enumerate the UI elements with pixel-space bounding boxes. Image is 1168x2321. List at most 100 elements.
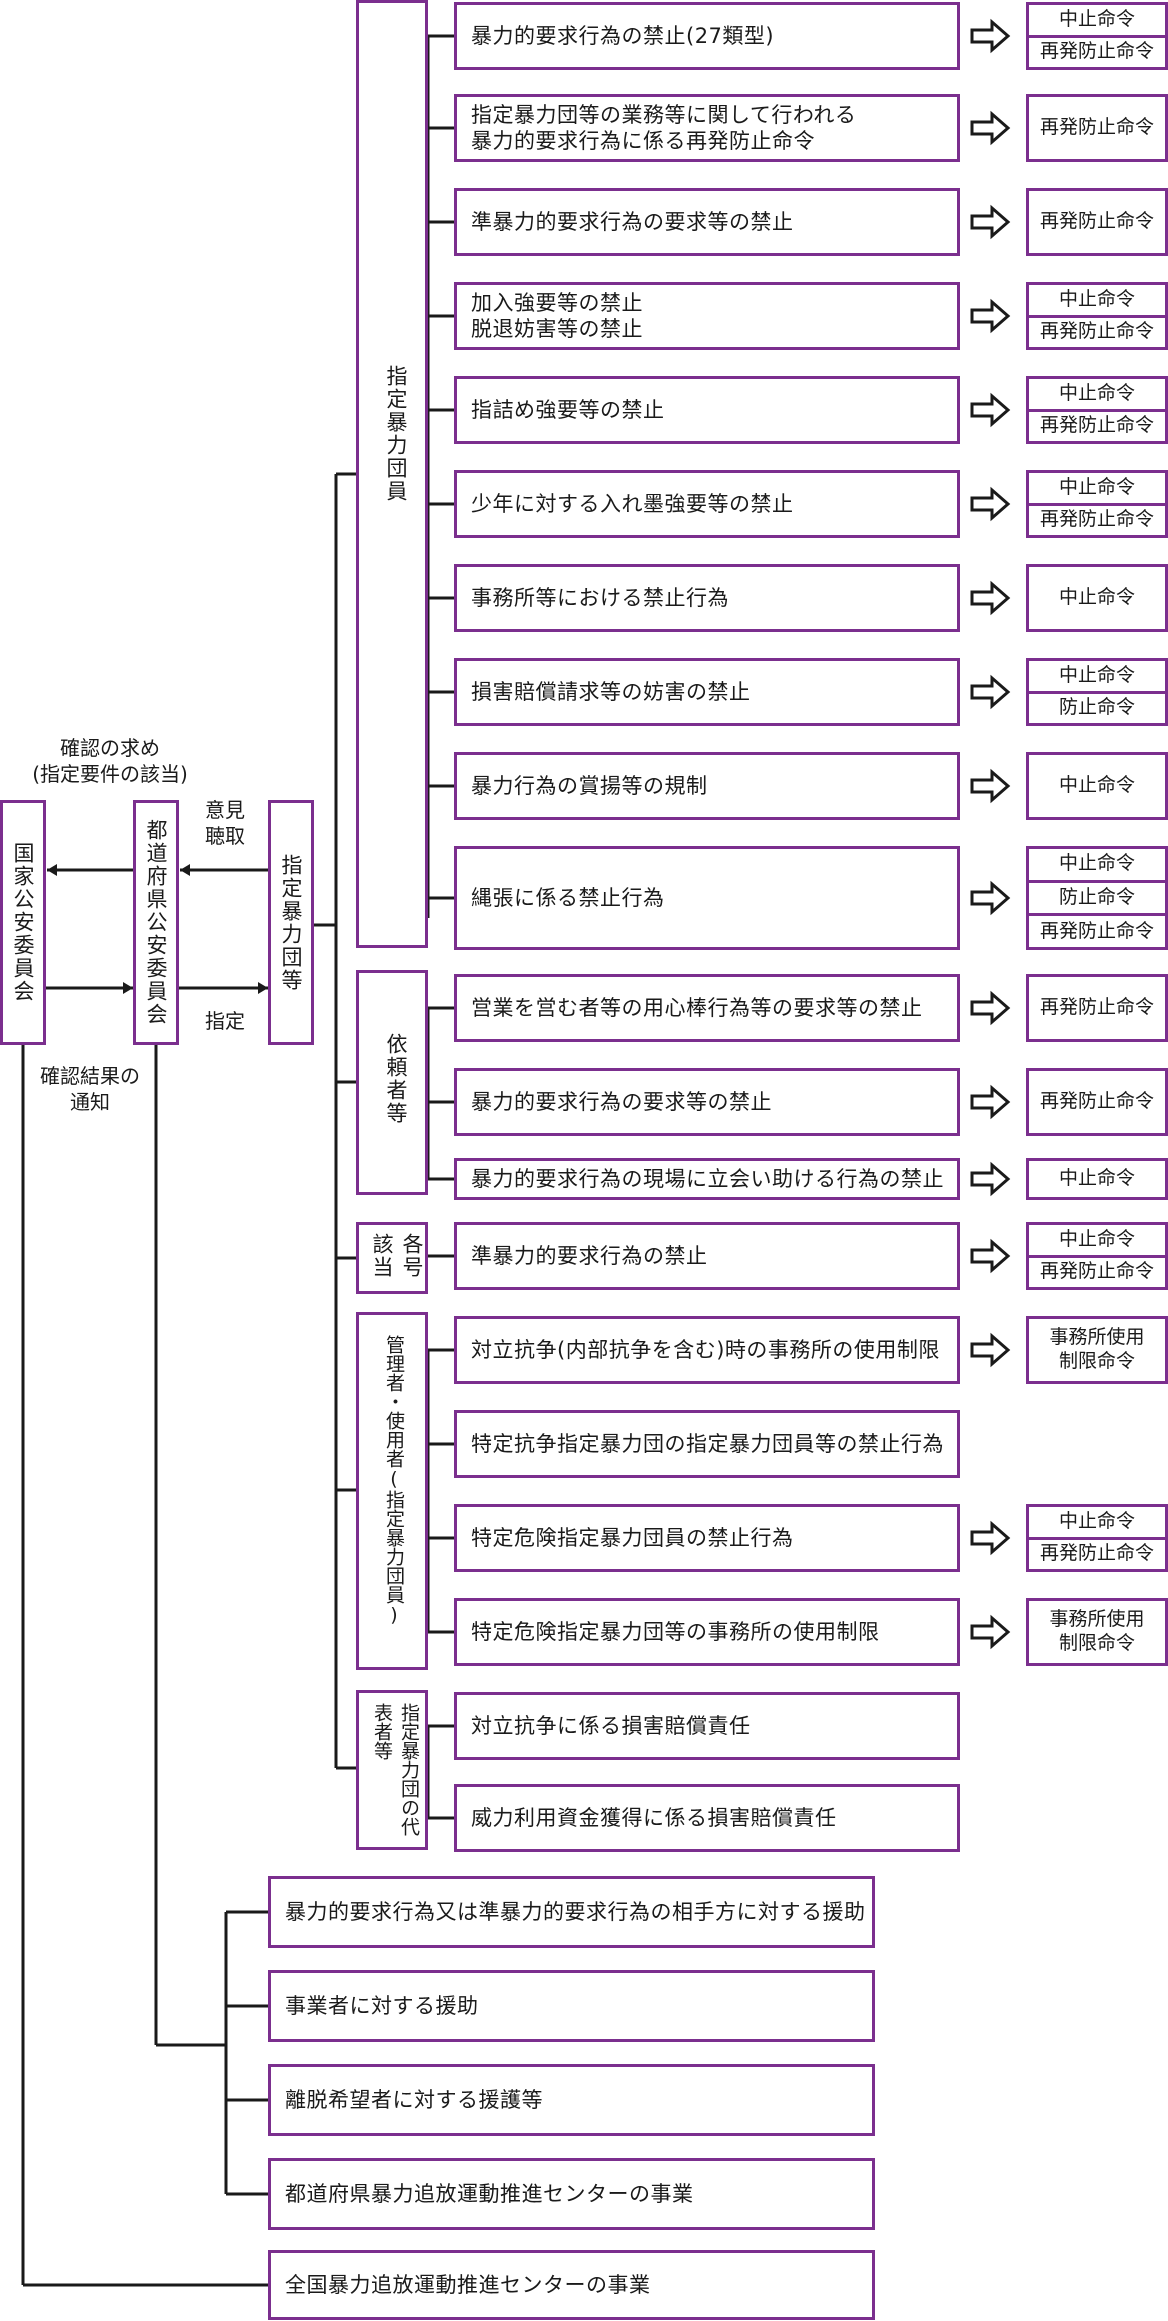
designation-label: 指定 <box>205 1009 245 1033</box>
regulation-row: 事務所等における禁止行為 <box>454 564 960 632</box>
order-box: 中止命令 <box>1026 752 1168 820</box>
regulation-row: 暴力行為の賞揚等の規制 <box>454 752 960 820</box>
order-item: 防止命令 <box>1029 690 1165 724</box>
national-center-item: 全国暴力追放運動推進センターの事業 <box>268 2250 875 2320</box>
order-box: 再発防止命令 <box>1026 1068 1168 1136</box>
group-label: 指定暴力団員 <box>384 365 408 503</box>
order-item: 中止命令 <box>1058 852 1135 875</box>
order-item: 中止命令 <box>1058 381 1135 404</box>
order-item: 再発防止命令 <box>1029 34 1165 68</box>
arrow-right-icon <box>970 110 1011 146</box>
arrow-right-icon <box>970 580 1011 616</box>
regulation-row: 準暴力的要求行為の要求等の禁止 <box>454 188 960 256</box>
group-representatives: 指定暴力団の代表者等 <box>356 1690 428 1850</box>
order-box: 事務所使用 制限命令 <box>1026 1598 1168 1666</box>
order-box: 中止命令防止命令 <box>1026 658 1168 726</box>
order-item: 中止命令 <box>1058 1167 1135 1190</box>
group-label: 各号 該当 <box>370 1233 424 1279</box>
regulation-row: 威力利用資金獲得に係る損害賠償責任 <box>454 1784 960 1852</box>
group-each-item: 各号 該当 <box>356 1222 428 1294</box>
regulation-row: 営業を営む者等の用心棒行為等の要求等の禁止 <box>454 974 960 1042</box>
regulation-row: 縄張に係る禁止行為 <box>454 846 960 950</box>
prefectural-commission-box: 都道府県公安委員会 <box>133 800 179 1045</box>
order-item: 中止命令 <box>1058 287 1135 310</box>
regulation-row: 暴力的要求行為の要求等の禁止 <box>454 1068 960 1136</box>
regulation-row: 暴力的要求行為の禁止(27類型) <box>454 2 960 70</box>
arrow-right-icon <box>970 1614 1011 1650</box>
arrow-right-icon <box>970 990 1011 1026</box>
group-managers: 管理者・使用者(指定暴力団員) <box>356 1312 428 1670</box>
order-box: 中止命令 <box>1026 564 1168 632</box>
arrow-right-icon <box>123 982 133 994</box>
national-commission-box: 国家公安委員会 <box>0 800 46 1045</box>
regulation-row: 特定危険指定暴力団等の事務所の使用制限 <box>454 1598 960 1666</box>
regulation-row: 準暴力的要求行為の禁止 <box>454 1222 960 1290</box>
group-label: 依頼者等 <box>384 1033 408 1125</box>
order-box: 中止命令再発防止命令 <box>1026 1504 1168 1572</box>
order-item: 再発防止命令 <box>1039 210 1154 233</box>
result-notice-label: 確認結果の 通知 <box>40 1064 140 1114</box>
designated-group-label: 指定暴力団等 <box>279 853 303 992</box>
arrow-right-icon <box>970 768 1011 804</box>
order-box: 中止命令再発防止命令 <box>1026 470 1168 538</box>
order-item: 中止命令 <box>1058 7 1135 30</box>
order-box: 再発防止命令 <box>1026 974 1168 1042</box>
order-item: 再発防止命令 <box>1029 314 1165 348</box>
order-item: 再発防止命令 <box>1039 1090 1154 1113</box>
arrow-right-icon <box>970 1332 1011 1368</box>
group-requesters: 依頼者等 <box>356 970 428 1195</box>
order-item: 再発防止命令 <box>1029 408 1165 442</box>
order-item: 中止命令 <box>1058 1227 1135 1250</box>
order-item: 事務所使用 制限命令 <box>1049 1608 1145 1654</box>
prefectural-commission-label: 都道府県公安委員会 <box>144 819 168 1026</box>
order-box: 中止命令再発防止命令 <box>1026 1222 1168 1290</box>
order-box: 中止命令再発防止命令 <box>1026 282 1168 350</box>
national-commission-label: 国家公安委員会 <box>11 842 35 1003</box>
designated-group-box: 指定暴力団等 <box>268 800 314 1045</box>
confirm-request-label: 確認の求め (指定要件の該当) <box>32 736 188 786</box>
order-item: 中止命令 <box>1058 586 1135 609</box>
regulation-row: 対立抗争に係る損害賠償責任 <box>454 1692 960 1760</box>
order-item: 中止命令 <box>1058 663 1135 686</box>
order-box: 再発防止命令 <box>1026 94 1168 162</box>
order-box: 中止命令再発防止命令 <box>1026 376 1168 444</box>
order-box: 事務所使用 制限命令 <box>1026 1316 1168 1384</box>
arrow-left-icon <box>180 864 190 876</box>
regulation-row: 加入強要等の禁止 脱退妨害等の禁止 <box>454 282 960 350</box>
support-item: 都道府県暴力追放運動推進センターの事業 <box>268 2158 875 2230</box>
order-box: 再発防止命令 <box>1026 188 1168 256</box>
order-item: 防止命令 <box>1029 879 1165 914</box>
order-item: 再発防止命令 <box>1029 913 1165 947</box>
order-item: 再発防止命令 <box>1029 1536 1165 1570</box>
order-item: 中止命令 <box>1058 774 1135 797</box>
regulation-row: 特定抗争指定暴力団の指定暴力団員等の禁止行為 <box>454 1410 960 1478</box>
regulation-row: 対立抗争(内部抗争を含む)時の事務所の使用制限 <box>454 1316 960 1384</box>
group-label: 管理者・使用者(指定暴力団員) <box>383 1335 405 1626</box>
order-item: 中止命令 <box>1058 475 1135 498</box>
arrow-right-icon <box>970 486 1011 522</box>
arrow-right-icon <box>970 1161 1011 1197</box>
order-item: 再発防止命令 <box>1039 116 1154 139</box>
order-box: 中止命令 <box>1026 1158 1168 1200</box>
arrow-right-icon <box>970 298 1011 334</box>
arrow-right-icon <box>258 982 268 994</box>
group-designated-members: 指定暴力団員 <box>356 0 428 948</box>
order-item: 事務所使用 制限命令 <box>1049 1326 1145 1372</box>
support-item: 暴力的要求行為又は準暴力的要求行為の相手方に対する援助 <box>268 1876 875 1948</box>
opinion-hearing-label: 意見 聴取 <box>205 798 245 848</box>
arrow-right-icon <box>970 204 1011 240</box>
arrow-right-icon <box>970 18 1011 54</box>
arrow-right-icon <box>970 1238 1011 1274</box>
order-item: 再発防止命令 <box>1029 502 1165 536</box>
arrow-right-icon <box>970 1520 1011 1556</box>
order-item: 再発防止命令 <box>1039 996 1154 1019</box>
regulation-row: 指詰め強要等の禁止 <box>454 376 960 444</box>
arrow-right-icon <box>970 880 1011 916</box>
regulation-row: 少年に対する入れ墨強要等の禁止 <box>454 470 960 538</box>
arrow-right-icon <box>970 392 1011 428</box>
support-item: 事業者に対する援助 <box>268 1970 875 2042</box>
support-item: 離脱希望者に対する援護等 <box>268 2064 875 2136</box>
regulation-row: 損害賠償請求等の妨害の禁止 <box>454 658 960 726</box>
